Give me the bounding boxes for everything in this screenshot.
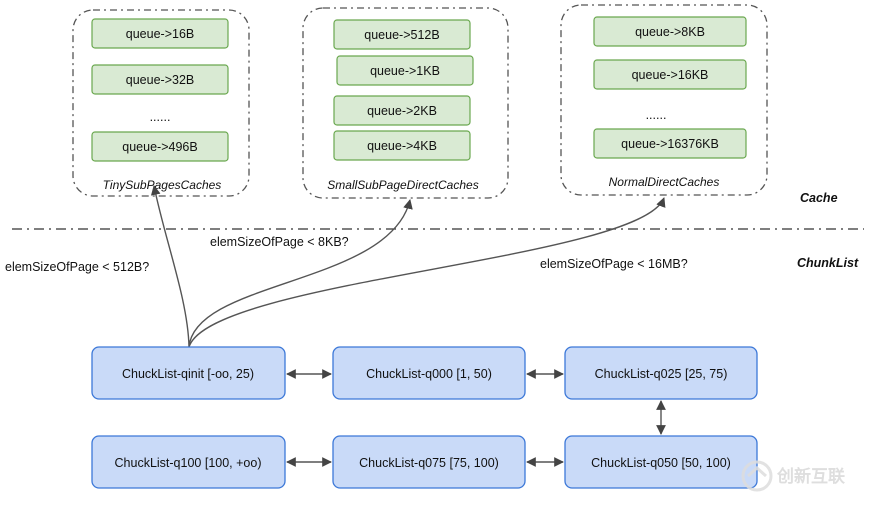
chunklist-section-label: ChunkList bbox=[797, 256, 859, 270]
chunklist-qinit: ChuckList-qinit [-oo, 25) bbox=[91, 346, 286, 400]
chunklist-q100: ChuckList-q100 [100, +oo) bbox=[91, 435, 286, 489]
chunklist-label: ChuckList-q075 [75, 100) bbox=[359, 456, 499, 470]
queue-label: queue->512B bbox=[364, 28, 439, 42]
normal-direct-caches-group: queue->8KB queue->16KB ...... queue->163… bbox=[560, 4, 768, 196]
queue-box bbox=[336, 55, 474, 86]
queue-box bbox=[593, 59, 747, 90]
chunklist-q050: ChuckList-q050 [50, 100) bbox=[564, 435, 758, 489]
condition-normal-label: elemSizeOfPage < 16MB? bbox=[540, 257, 688, 271]
chunklist-label: ChuckList-q050 [50, 100) bbox=[591, 456, 731, 470]
ellipsis-label: ...... bbox=[150, 110, 171, 124]
small-subpage-direct-caches-group: queue->512B queue->1KB queue->2KB queue-… bbox=[302, 7, 509, 199]
queue-label: queue->2KB bbox=[367, 104, 437, 118]
group-caption: TinySubPagesCaches bbox=[103, 178, 222, 192]
chunklist-label: ChuckList-q000 [1, 50) bbox=[366, 367, 492, 381]
arrow-to-small-caches bbox=[188, 199, 413, 348]
queue-box bbox=[593, 16, 747, 47]
group-caption: NormalDirectCaches bbox=[609, 175, 720, 189]
queue-label: queue->496B bbox=[122, 140, 197, 154]
condition-tiny-label: elemSizeOfPage < 512B? bbox=[5, 260, 149, 274]
watermark-logo: 创新互联 bbox=[741, 460, 845, 492]
tiny-subpages-caches-group: queue->16B queue->32B ...... queue->496B… bbox=[72, 9, 250, 197]
queue-box bbox=[593, 128, 747, 159]
chunklist-q000: ChuckList-q000 [1, 50) bbox=[332, 346, 526, 400]
arrow-to-tiny-caches bbox=[150, 185, 190, 348]
watermark-text: 创新互联 bbox=[776, 466, 845, 486]
ellipsis-label: ...... bbox=[646, 108, 667, 122]
queue-label: queue->16KB bbox=[632, 68, 709, 82]
queue-label: queue->8KB bbox=[635, 25, 705, 39]
cache-section-label: Cache bbox=[800, 191, 838, 205]
queue-label: queue->16B bbox=[126, 27, 194, 41]
queue-box bbox=[333, 130, 471, 161]
chunklist-q075: ChuckList-q075 [75, 100) bbox=[332, 435, 526, 489]
chunklist-label: ChuckList-qinit [-oo, 25) bbox=[122, 367, 254, 381]
queue-box bbox=[91, 18, 229, 49]
queue-box bbox=[333, 19, 471, 50]
chunklist-label: ChuckList-q100 [100, +oo) bbox=[115, 456, 262, 470]
queue-label: queue->1KB bbox=[370, 64, 440, 78]
queue-label: queue->4KB bbox=[367, 139, 437, 153]
group-caption: SmallSubPageDirectCaches bbox=[327, 178, 478, 192]
queue-label: queue->16376KB bbox=[621, 137, 719, 151]
queue-box bbox=[91, 131, 229, 162]
queue-label: queue->32B bbox=[126, 73, 194, 87]
condition-small-label: elemSizeOfPage < 8KB? bbox=[210, 235, 349, 249]
queue-box bbox=[333, 95, 471, 126]
chunklist-label: ChuckList-q025 [25, 75) bbox=[595, 367, 728, 381]
chunklist-q025: ChuckList-q025 [25, 75) bbox=[564, 346, 758, 400]
queue-box bbox=[91, 64, 229, 95]
arrow-to-normal-caches bbox=[188, 197, 666, 348]
